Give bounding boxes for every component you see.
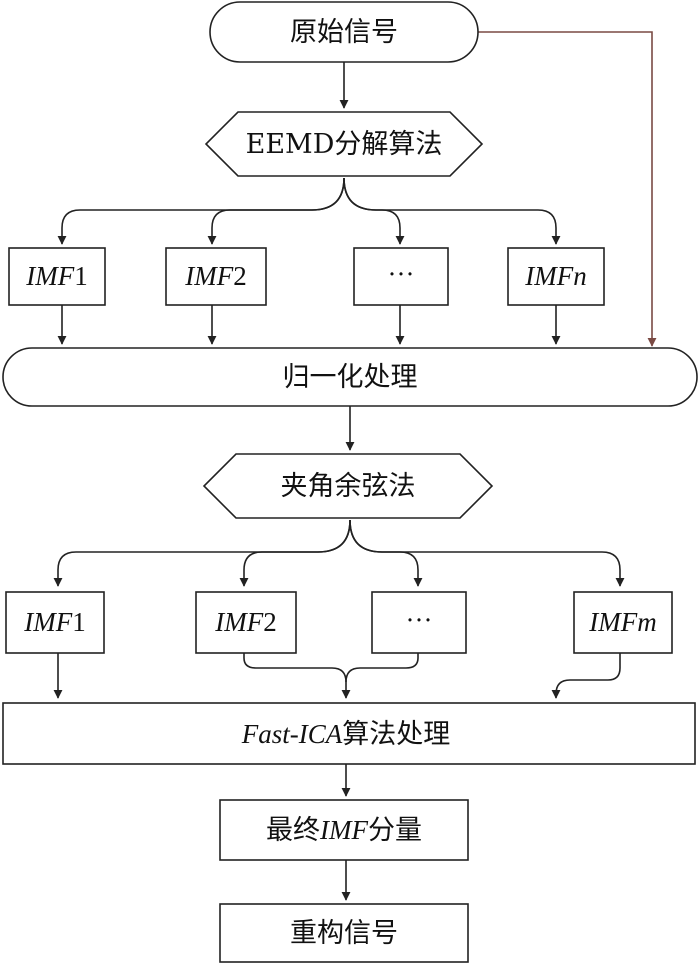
node-imfn-top-label: IMFn [524,261,586,291]
edge-cosine-to-imf1 [53,519,351,587]
node-normalize: 归一化处理 [2,347,698,407]
node-ellipsis-mid-label: ··· [406,605,433,635]
edge-cosine-to-imfm [349,519,625,587]
node-imf2-mid: IMF2 [195,591,297,654]
node-cosine: 夹角余弦法 [202,453,494,519]
node-imfn-top: IMFn [507,247,605,306]
edge-eemd-to-imf2 [207,177,345,245]
edge-imfm-to-fastica [551,653,621,699]
node-imf1-top-label: IMF1 [25,261,87,291]
node-ellipsis-top: ··· [353,247,449,306]
edge-original-to-normalize [478,31,657,347]
node-reconstruct: 重构信号 [219,903,469,963]
node-imf2-mid-label: IMF2 [214,607,276,637]
edge-ellipsis-merge [345,653,419,683]
edge-eemd-branch [57,177,345,245]
node-imfm-mid: IMFm [573,591,673,654]
node-imf2-top: IMF2 [165,247,267,306]
edge-eemd-to-imfn [343,177,561,245]
edge-imf2-merge [243,653,351,699]
node-cosine-label: 夹角余弦法 [281,471,416,502]
node-eemd-label: EEMD分解算法 [246,129,443,160]
edge-cosine-to-imf2 [239,519,351,587]
node-eemd: EEMD分解算法 [204,111,484,177]
node-original-signal: 原始信号 [209,1,479,63]
node-imfm-mid-label: IMFm [588,607,656,637]
node-ellipsis-mid: ··· [371,591,467,654]
node-imf1-top: IMF1 [8,247,106,306]
node-imf1-mid-label: IMF1 [23,607,85,637]
node-final-imf: 最终IMF分量 [219,799,469,861]
node-original-signal-label: 原始信号 [290,17,398,48]
edge-eemd-to-ellipsis [343,177,405,245]
edge-cosine-to-ellipsis [349,519,423,587]
node-final-imf-label: 最终IMF分量 [266,815,422,846]
node-fastica: Fast-ICA算法处理 [2,702,696,765]
node-ellipsis-top-label: ··· [388,259,415,289]
node-imf1-mid: IMF1 [5,591,105,654]
edges [53,31,657,901]
node-normalize-label: 归一化处理 [283,362,418,393]
node-imf2-top-label: IMF2 [184,261,246,291]
node-reconstruct-label: 重构信号 [290,918,398,949]
node-fastica-label: Fast-ICA算法处理 [241,719,451,750]
